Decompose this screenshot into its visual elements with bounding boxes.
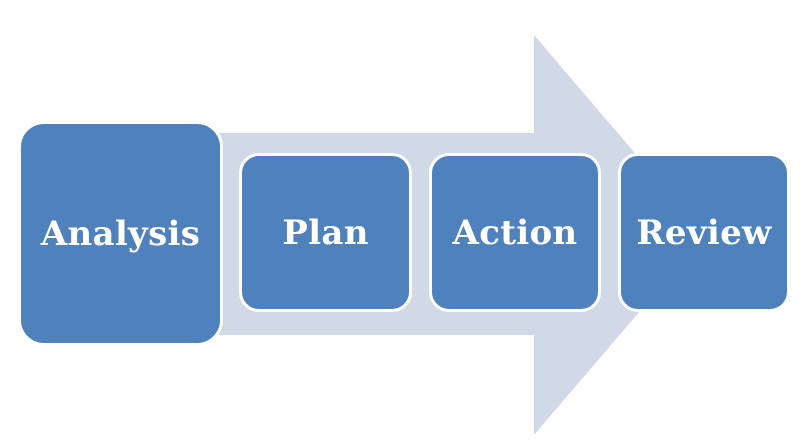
- step-box-action: Action: [429, 153, 601, 312]
- step-label-action: Action: [452, 212, 578, 253]
- step-label-plan: Plan: [282, 212, 369, 253]
- step-box-review: Review: [618, 153, 790, 312]
- step-label-review: Review: [636, 212, 772, 253]
- step-label-analysis: Analysis: [40, 213, 201, 254]
- step-box-analysis: Analysis: [18, 121, 223, 346]
- step-box-plan: Plan: [239, 153, 412, 312]
